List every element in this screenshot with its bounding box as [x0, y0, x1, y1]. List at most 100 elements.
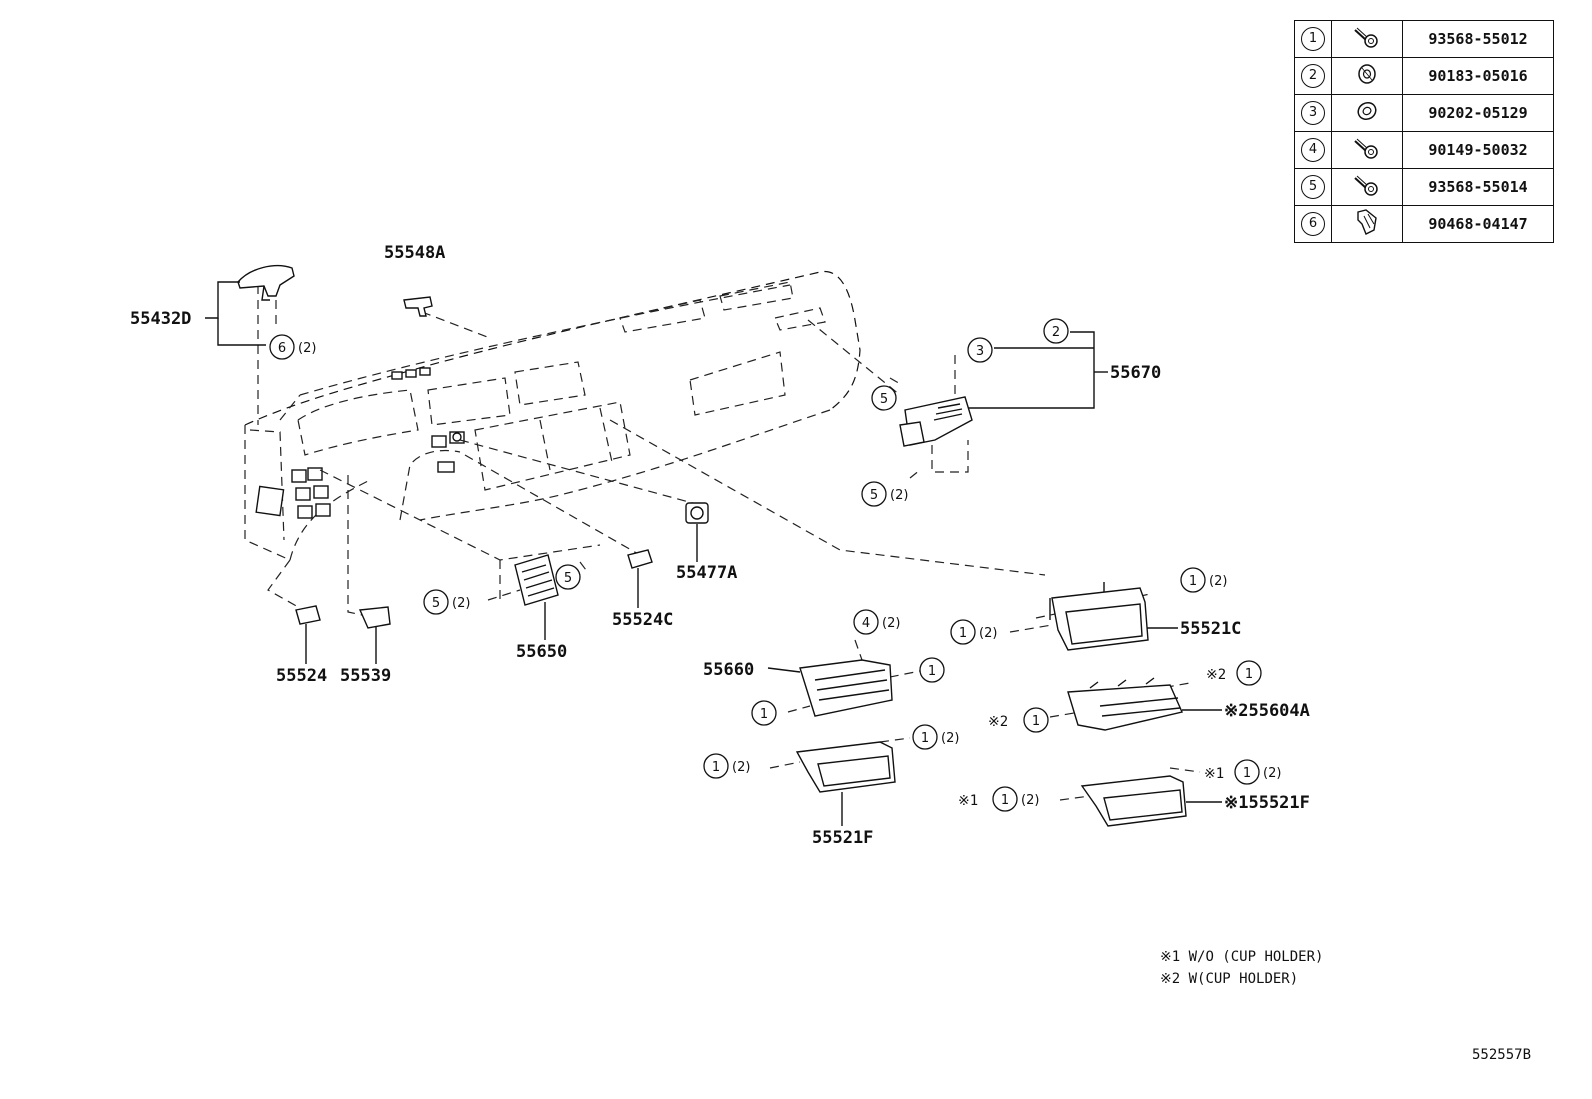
hardware-index-cell: 2: [1294, 57, 1332, 95]
part-label-55650: 55650: [516, 642, 567, 662]
callout-1: 1: [1189, 574, 1197, 589]
part-55660-shape: [799, 659, 893, 717]
footnotes: ※1 W/O (CUP HOLDER) ※2 W(CUP HOLDER) 552…: [1160, 949, 1531, 1063]
part-label-55432D: 55432D: [130, 309, 191, 329]
hardware-part-number: 90183-05016: [1402, 57, 1554, 95]
part-label-55521F-alt: ※155521F: [1224, 793, 1310, 813]
part-labels: 55548A 55432D 55670 55477A 55524C 55650 …: [130, 243, 1310, 848]
part-label-55477A: 55477A: [676, 563, 737, 583]
callout-1: 1: [921, 731, 929, 746]
hardware-part-number: 93568-55012: [1402, 20, 1554, 58]
part-55670-shape: [899, 396, 973, 447]
qty-label: (2): [882, 616, 900, 631]
hardware-row: 1 93568-55012: [1294, 20, 1554, 58]
part-55521F-alt-shape: [1080, 775, 1187, 827]
callout-6: 6: [278, 341, 286, 356]
hardware-row: 6 90468-04147: [1294, 205, 1554, 243]
mark-1: ※1: [1204, 766, 1224, 782]
callout-1: 1: [760, 707, 768, 722]
callout-2: 2: [1052, 325, 1060, 340]
part-55548A-shape: [403, 296, 433, 317]
mark-2: ※2: [1206, 667, 1226, 683]
hardware-index-cell: 3: [1294, 94, 1332, 132]
washer-icon: [1331, 94, 1403, 132]
hardware-part-number: 90202-05129: [1402, 94, 1554, 132]
part-55432D-shape: [237, 264, 295, 301]
hardware-row: 4 90149-50032: [1294, 131, 1554, 169]
part-label-55524: 55524: [276, 666, 327, 686]
part-55521C-shape: [1049, 582, 1149, 651]
callout-5: 5: [564, 571, 572, 586]
callout-3: 3: [976, 344, 984, 359]
hardware-index-cell: 1: [1294, 20, 1332, 58]
quantity-labels: (2) (2) (2) (2) (2) (2) (2) (2) (2) (2): [298, 341, 1281, 808]
mark-1: ※1: [958, 793, 978, 809]
hardware-index: 5: [1301, 175, 1325, 199]
mark-2: ※2: [988, 714, 1008, 730]
hardware-index: 4: [1301, 138, 1325, 162]
callout-1: 1: [1032, 714, 1040, 729]
hardware-part-number: 90468-04147: [1402, 205, 1554, 243]
part-label-55524C: 55524C: [612, 610, 673, 630]
qty-label: (2): [941, 731, 959, 746]
part-label-55660: 55660: [703, 660, 754, 680]
callout-5: 5: [432, 596, 440, 611]
part-55604A-shape: [1067, 677, 1183, 731]
part-55650-shape: [514, 554, 559, 606]
qty-label: (2): [1209, 574, 1227, 589]
part-55521F-shape: [795, 741, 896, 793]
qty-label: (2): [298, 341, 316, 356]
qty-label: (2): [1021, 793, 1039, 808]
diagram-id: 552557B: [1472, 1047, 1531, 1063]
callout-1: 1: [712, 760, 720, 775]
hardware-row: 2 90183-05016: [1294, 57, 1554, 95]
callout-5: 5: [880, 392, 888, 407]
hardware-index: 1: [1301, 27, 1325, 51]
clip-icon: [1331, 205, 1403, 243]
part-label-55548A: 55548A: [384, 243, 445, 263]
part-55524-shape: [295, 605, 321, 625]
bolt-icon: [1331, 131, 1403, 169]
hardware-index-cell: 6: [1294, 205, 1332, 243]
part-label-55521F: 55521F: [812, 828, 873, 848]
nut-icon: [1331, 57, 1403, 95]
hardware-index-cell: 4: [1294, 131, 1332, 169]
instrument-panel-outline: [244, 271, 861, 561]
qty-label: (2): [452, 596, 470, 611]
qty-label: (2): [890, 488, 908, 503]
part-55539-shape: [358, 606, 391, 629]
footnote-2: ※2 W(CUP HOLDER): [1160, 971, 1298, 987]
part-55477A-shape: [685, 502, 709, 524]
part-label-55604A: ※255604A: [1224, 701, 1310, 721]
bolt-icon: [1331, 20, 1403, 58]
callout-4: 4: [862, 616, 870, 631]
callout-1: 1: [959, 626, 967, 641]
qty-label: (2): [1263, 766, 1281, 781]
hardware-row: 3 90202-05129: [1294, 94, 1554, 132]
callout-circles: [269, 318, 1262, 812]
hardware-part-number: 90149-50032: [1402, 131, 1554, 169]
callout-1: 1: [1245, 667, 1253, 682]
part-55524C-shape: [627, 549, 653, 569]
hardware-index: 2: [1301, 64, 1325, 88]
callout-1: 1: [1243, 766, 1251, 781]
condition-marks: ※2 ※2 ※1 ※1: [958, 667, 1226, 809]
hardware-row: 5 93568-55014: [1294, 168, 1554, 206]
solid-leaders: [205, 281, 1222, 826]
bolt-icon: [1331, 168, 1403, 206]
qty-label: (2): [979, 626, 997, 641]
hardware-table: 1 93568-55012 2 90183-05016 3 90202-05129 4 901…: [1294, 20, 1554, 243]
callout-1: 1: [1001, 793, 1009, 808]
hardware-index: 6: [1301, 212, 1325, 236]
hardware-index: 3: [1301, 101, 1325, 125]
callout-5: 5: [870, 488, 878, 503]
qty-label: (2): [732, 760, 750, 775]
hardware-index-cell: 5: [1294, 168, 1332, 206]
part-label-55670: 55670: [1110, 363, 1161, 383]
part-label-55539: 55539: [340, 666, 391, 686]
callout-numbers: 6 2 3 5 5 5 5 1 1 4 1 1 1 1 1 1 1 1: [278, 325, 1253, 808]
hardware-part-number: 93568-55014: [1402, 168, 1554, 206]
part-label-55521C: 55521C: [1180, 619, 1241, 639]
footnote-1: ※1 W/O (CUP HOLDER): [1160, 949, 1323, 965]
